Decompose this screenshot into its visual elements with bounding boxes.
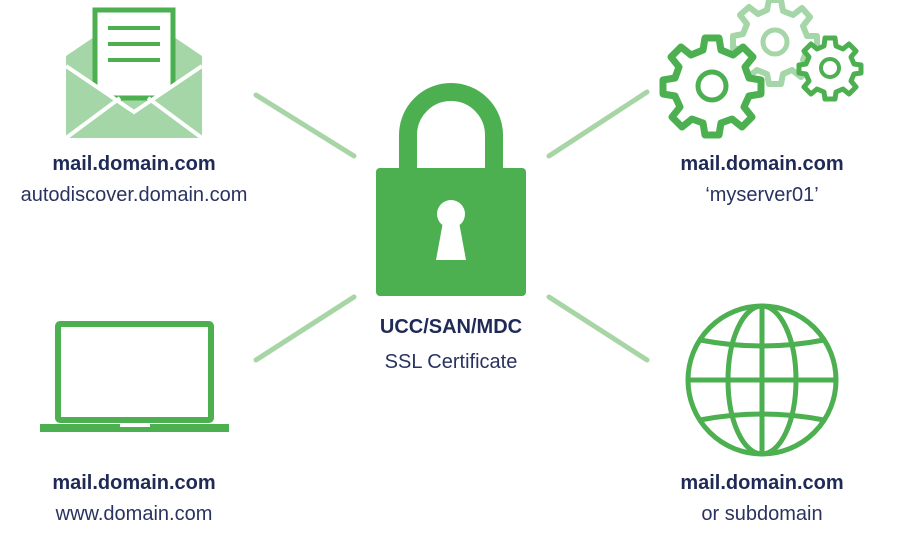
connector-web [253, 294, 357, 363]
laptop-icon [40, 321, 229, 432]
gears-icon [659, 0, 864, 139]
padlock-icon [376, 83, 526, 296]
sub-subtext: or subdomain [701, 503, 823, 525]
connector-lines [253, 89, 650, 363]
mail-subtext: autodiscover.domain.com [20, 184, 248, 206]
center-label: UCC/SAN/MDC SSL Certificate [350, 316, 552, 374]
server-subtext: ‘myserver01’ [705, 184, 819, 206]
envelope-icon [64, 7, 204, 140]
mail-host: mail.domain.com [52, 153, 216, 175]
certificate-type: UCC/SAN/MDC [379, 316, 523, 338]
certificate-subtitle: SSL Certificate [384, 351, 518, 373]
connector-mail [253, 92, 357, 159]
connector-server [546, 89, 650, 159]
web-subtext: www.domain.com [55, 503, 213, 525]
globe-icon [685, 303, 839, 457]
mail-node-label: mail.domain.com autodiscover.domain.com [0, 153, 268, 207]
sub-node-label: mail.domain.com or subdomain [662, 472, 862, 526]
server-host: mail.domain.com [680, 153, 844, 175]
sub-host: mail.domain.com [680, 472, 844, 494]
connector-sub [546, 294, 650, 363]
web-host: mail.domain.com [52, 472, 216, 494]
web-node-label: mail.domain.com www.domain.com [34, 472, 234, 526]
server-node-label: mail.domain.com ‘myserver01’ [662, 153, 862, 207]
